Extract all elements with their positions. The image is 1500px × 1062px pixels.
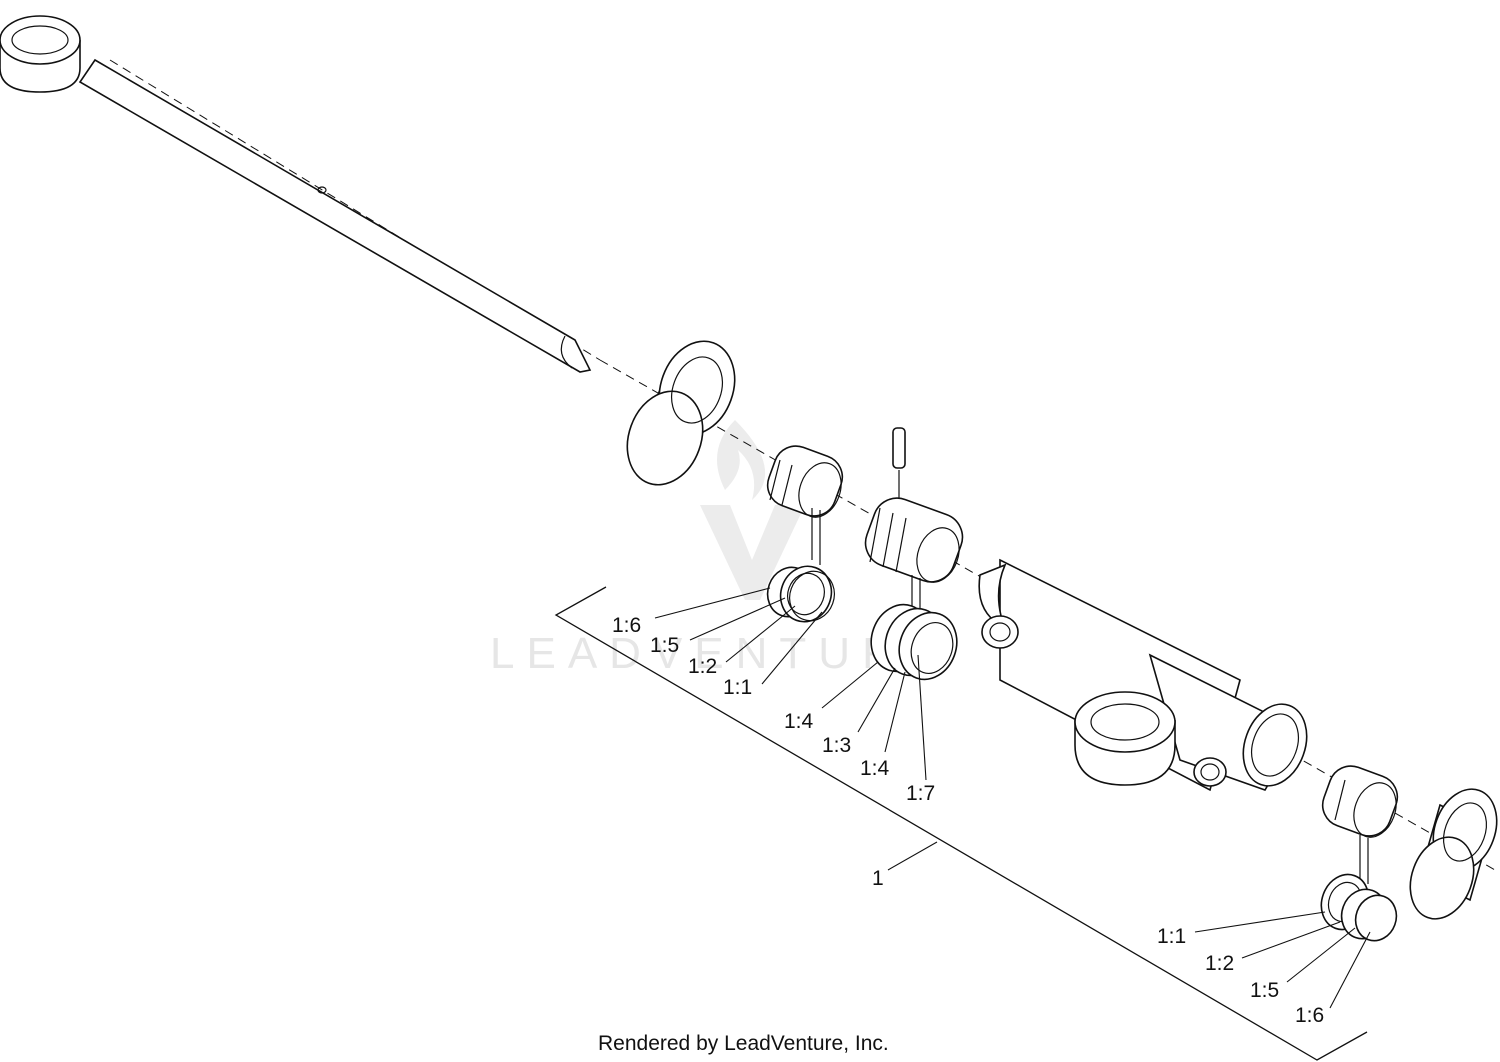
callout-left-1-2: 1:2 [688, 655, 717, 678]
leadventure-logo-icon [700, 420, 805, 600]
callout-piston-1-7: 1:7 [906, 782, 935, 805]
callout-left-1-5: 1:5 [650, 634, 679, 657]
callout-piston-1-3: 1:3 [822, 734, 851, 757]
callout-left-1-1: 1:1 [723, 676, 752, 699]
watermark-text: LEADVENTURE [490, 629, 947, 678]
watermark: LEADVENTURE [490, 420, 947, 678]
callout-piston-1-4a: 1:4 [784, 710, 814, 733]
callout-right-1-6: 1:6 [1295, 1004, 1324, 1027]
seal-set-right [1320, 873, 1398, 942]
callout-piston-1-4b: 1:4 [860, 757, 890, 780]
assembly-bracket [554, 586, 1368, 1061]
rod-guide [626, 340, 736, 486]
callout-left-1-6: 1:6 [612, 614, 641, 637]
callout-right-1-1: 1:1 [1157, 925, 1186, 948]
gland-left [766, 445, 844, 565]
piston-seal-set [870, 603, 958, 681]
piston-rod [0, 15, 592, 373]
cylinder-barrel [978, 558, 1308, 792]
end-ring-right [1409, 788, 1498, 920]
callout-assembly-1: 1 [872, 867, 884, 890]
roll-pin [892, 427, 906, 520]
piston [864, 497, 964, 612]
render-credit: Rendered by LeadVenture, Inc. [598, 1032, 889, 1055]
callout-labels: 1:6 1:5 1:2 1:1 1:4 1:3 1:4 1:7 1 1:1 1:… [612, 614, 1324, 1027]
leader-lines [654, 587, 1371, 1009]
gland-right [1321, 765, 1399, 884]
callout-right-1-5: 1:5 [1250, 979, 1279, 1002]
callout-right-1-2: 1:2 [1205, 952, 1234, 975]
